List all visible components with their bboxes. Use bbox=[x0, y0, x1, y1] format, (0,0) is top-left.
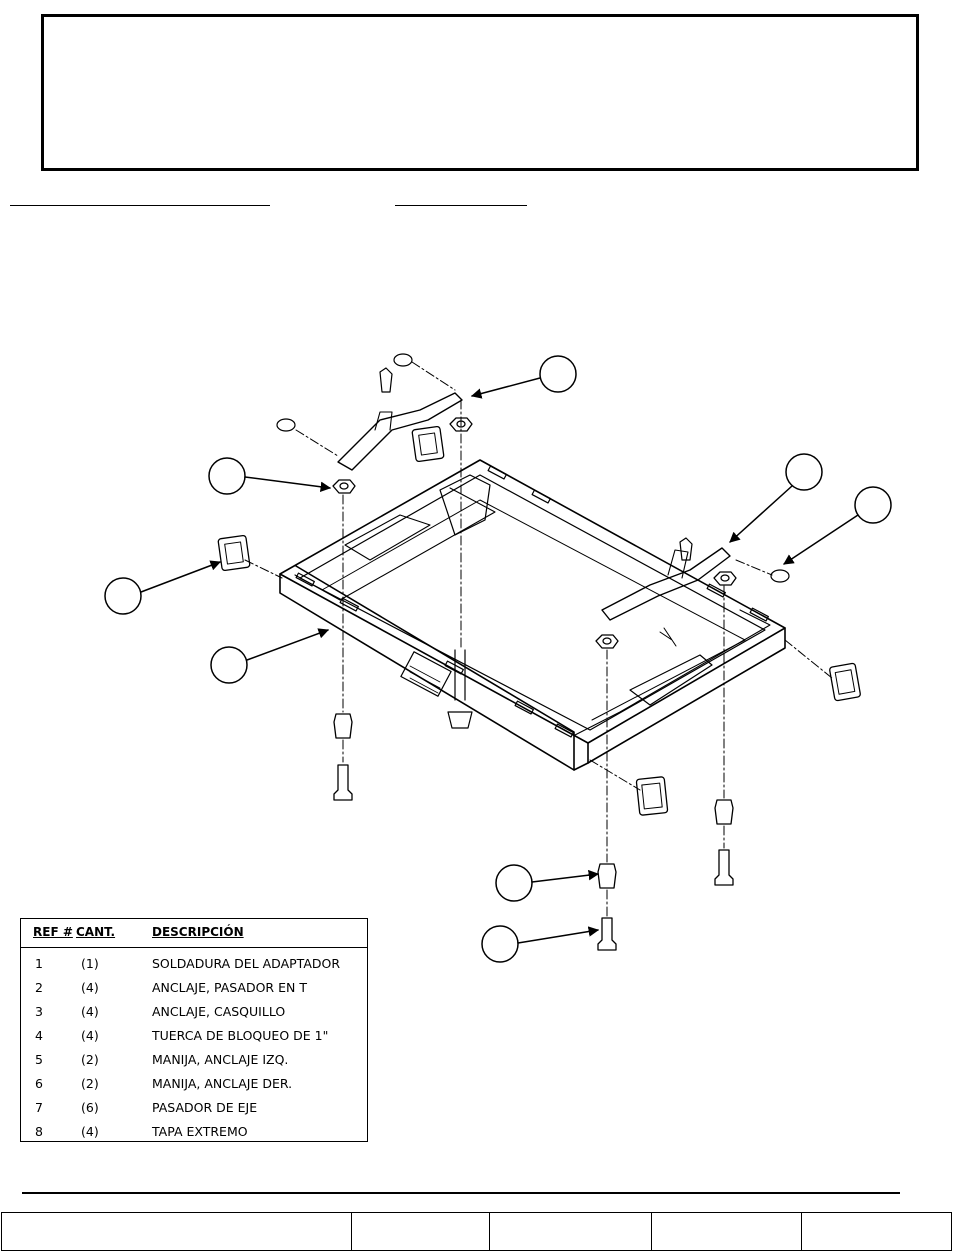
title-block bbox=[1, 1212, 952, 1251]
heading-rule-right bbox=[395, 205, 527, 206]
row-qty: (2) bbox=[81, 1052, 99, 1067]
row-qty: (1) bbox=[81, 956, 99, 971]
row-qty: (6) bbox=[81, 1100, 99, 1115]
table-row: 6 (2) MANIJA, ANCLAJE DER. bbox=[21, 1072, 367, 1096]
balloon-callouts bbox=[104, 355, 892, 963]
heading-rule-left bbox=[10, 205, 270, 206]
row-desc: TAPA EXTREMO bbox=[152, 1124, 248, 1139]
exploded-assembly-diagram bbox=[104, 353, 892, 963]
row-desc: TUERCA DE BLOQUEO DE 1" bbox=[152, 1028, 329, 1043]
header-qty: CANT. bbox=[76, 925, 116, 939]
row-desc: ANCLAJE, PASADOR EN T bbox=[152, 980, 307, 995]
row-desc: MANIJA, ANCLAJE DER. bbox=[152, 1076, 293, 1091]
row-ref: 7 bbox=[35, 1100, 43, 1115]
title-block-cell bbox=[490, 1213, 652, 1250]
row-qty: (4) bbox=[81, 1028, 99, 1043]
row-desc: PASADOR DE EJE bbox=[152, 1100, 258, 1115]
title-block-cell bbox=[2, 1213, 352, 1250]
table-row: 3 (4) ANCLAJE, CASQUILLO bbox=[21, 1000, 367, 1024]
row-qty: (4) bbox=[81, 1004, 99, 1019]
axle-pins bbox=[276, 353, 790, 647]
footer-rule bbox=[22, 1192, 900, 1194]
table-row: 2 (4) ANCLAJE, PASADOR EN T bbox=[21, 976, 367, 1000]
row-ref: 4 bbox=[35, 1028, 43, 1043]
title-block-cell bbox=[352, 1213, 490, 1250]
assembly-lines bbox=[244, 361, 833, 917]
end-caps bbox=[217, 425, 861, 816]
row-ref: 8 bbox=[35, 1124, 43, 1139]
row-ref: 1 bbox=[35, 956, 43, 971]
table-row: 7 (6) PASADOR DE EJE bbox=[21, 1096, 367, 1120]
anchor-t-pins bbox=[333, 764, 734, 951]
parts-list-table: REF # CANT. DESCRIPCIÓN 1 (1) SOLDADURA … bbox=[20, 918, 368, 1142]
row-qty: (4) bbox=[81, 1124, 99, 1139]
adapter-frame bbox=[279, 459, 786, 771]
table-row: 1 (1) SOLDADURA DEL ADAPTADOR bbox=[21, 952, 367, 976]
handle-right bbox=[601, 547, 731, 621]
row-desc: ANCLAJE, CASQUILLO bbox=[152, 1004, 286, 1019]
parts-table-header: REF # CANT. DESCRIPCIÓN bbox=[21, 919, 367, 948]
row-desc: MANIJA, ANCLAJE IZQ. bbox=[152, 1052, 289, 1067]
title-block-cell bbox=[802, 1213, 951, 1250]
header-ref: REF # bbox=[33, 925, 73, 939]
row-ref: 3 bbox=[35, 1004, 43, 1019]
row-desc: SOLDADURA DEL ADAPTADOR bbox=[152, 956, 341, 971]
row-ref: 5 bbox=[35, 1052, 43, 1067]
anchor-sleeves bbox=[333, 713, 734, 889]
table-row: 5 (2) MANIJA, ANCLAJE IZQ. bbox=[21, 1048, 367, 1072]
row-ref: 6 bbox=[35, 1076, 43, 1091]
header-desc: DESCRIPCIÓN bbox=[152, 925, 244, 939]
handle-left bbox=[337, 392, 463, 471]
header-box bbox=[41, 14, 919, 171]
table-row: 4 (4) TUERCA DE BLOQUEO DE 1" bbox=[21, 1024, 367, 1048]
lock-nuts bbox=[332, 417, 737, 649]
row-qty: (2) bbox=[81, 1076, 99, 1091]
row-ref: 2 bbox=[35, 980, 43, 995]
title-block-cell bbox=[652, 1213, 802, 1250]
table-row: 8 (4) TAPA EXTREMO bbox=[21, 1120, 367, 1144]
row-qty: (4) bbox=[81, 980, 99, 995]
